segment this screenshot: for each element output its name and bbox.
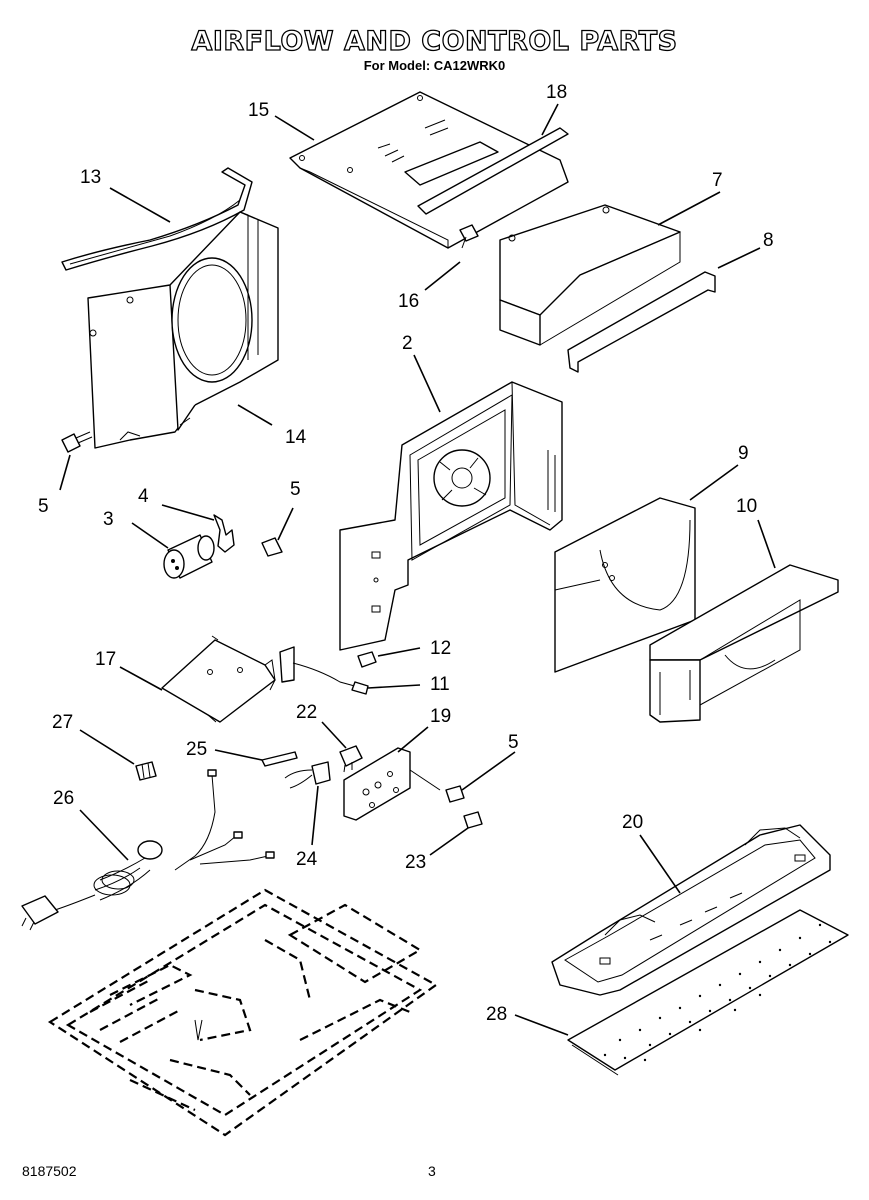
callout-18: 18	[546, 82, 567, 103]
part-11-tube	[279, 646, 369, 695]
part-25-tube	[261, 751, 298, 767]
callout-19: 19	[430, 706, 451, 727]
callout-4: 4	[138, 486, 149, 507]
part-13-gasket	[61, 167, 253, 271]
part-8-rail	[567, 271, 716, 373]
callout-12: 12	[430, 638, 451, 659]
part-17-bracket	[161, 635, 276, 723]
callout-numbers: 13 15 18 7 8 16 2 14 5 4 5 3 9 10 12 11 …	[38, 82, 774, 1025]
part-4-strap	[213, 514, 235, 553]
page-number: 3	[428, 1163, 436, 1179]
part-26-power-cord	[21, 769, 275, 931]
part-10-panel	[649, 564, 839, 723]
base-pan-dashed	[47, 888, 439, 1137]
callout-28: 28	[486, 1004, 507, 1025]
part-7-cover	[499, 204, 681, 346]
part-3-capacitor	[163, 534, 215, 579]
part-15-top-panel	[289, 91, 569, 249]
document-number: 8187502	[22, 1163, 77, 1179]
part-9-scroll	[554, 497, 696, 673]
part-14-fan-shroud	[87, 211, 279, 449]
callout-2: 2	[402, 333, 413, 354]
part-27-grommet	[135, 761, 157, 781]
part-20-drain-pan	[551, 824, 831, 996]
callout-27: 27	[52, 712, 73, 733]
callout-16: 16	[398, 291, 419, 312]
callout-15: 15	[248, 100, 269, 121]
callout-17: 17	[95, 649, 116, 670]
callout-5a: 5	[38, 496, 49, 517]
screw-5-mid	[261, 537, 283, 557]
part-24-thermostat	[284, 761, 331, 789]
callout-9: 9	[738, 443, 749, 464]
callout-24: 24	[296, 849, 318, 870]
callout-8: 8	[763, 230, 774, 251]
part-18-strip	[417, 127, 569, 215]
screw-16	[459, 224, 479, 249]
part-12-screw	[357, 651, 377, 668]
callout-25: 25	[186, 739, 207, 760]
part-19-control-plate	[343, 747, 441, 821]
screw-5-right	[445, 785, 465, 803]
callout-22: 22	[296, 702, 317, 723]
page-title: AIRFLOW AND CONTROL PARTS	[191, 25, 678, 57]
callout-13: 13	[80, 167, 101, 188]
callout-10: 10	[736, 496, 757, 517]
callout-20: 20	[622, 812, 643, 833]
callout-7: 7	[712, 170, 723, 191]
callout-26: 26	[53, 788, 74, 809]
part-22-switch	[339, 745, 363, 773]
model-subtitle: For Model: CA12WRK0	[363, 58, 506, 73]
callout-5c: 5	[508, 732, 519, 753]
callout-3: 3	[103, 509, 114, 530]
screw-5-left	[61, 431, 93, 453]
leader-lines	[59, 103, 776, 1036]
part-28-filter	[567, 909, 849, 1076]
callout-11: 11	[430, 674, 450, 695]
part-2-partition	[339, 381, 563, 651]
callout-23: 23	[405, 852, 426, 873]
callout-14: 14	[285, 427, 307, 448]
screw-23	[463, 811, 483, 829]
callout-5b: 5	[290, 479, 301, 500]
